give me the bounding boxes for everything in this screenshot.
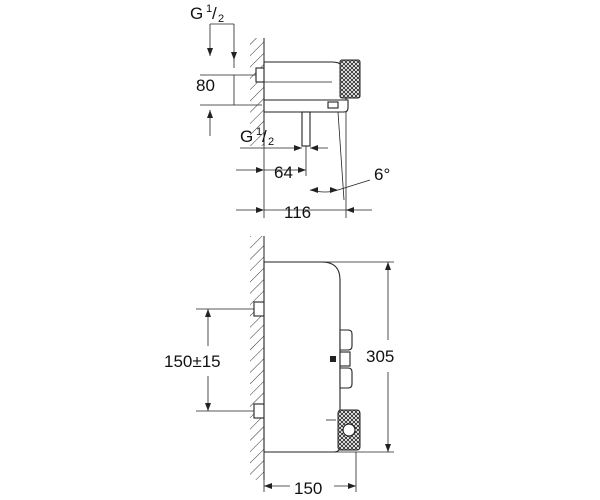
front-view: 150±15 305 150 (164, 236, 394, 498)
side-view: G 1 / 2 80 G 1 / 2 64 6° (190, 3, 390, 222)
button-middle (339, 351, 351, 367)
arrow (294, 145, 302, 151)
thread-top-label-super: 1 (206, 3, 212, 15)
arrow (346, 207, 354, 213)
arrow (385, 444, 391, 452)
arrow (348, 483, 356, 489)
wall-hatch-top (250, 38, 264, 146)
arrow (256, 207, 264, 213)
dim-spacing-label: 150±15 (164, 352, 221, 371)
arrow (231, 52, 237, 60)
arrow (205, 309, 211, 317)
knob-center (342, 423, 356, 437)
button-lower (339, 367, 353, 389)
thermostat-body-front (263, 261, 341, 453)
button-upper (339, 329, 353, 351)
thread-bottom-label-sub: 2 (268, 136, 274, 148)
arrow (207, 48, 213, 56)
angle-leader (337, 179, 371, 191)
outlet-nub (327, 101, 339, 109)
arrow (310, 187, 318, 193)
thread-top-label-sub: 2 (218, 13, 224, 25)
wall-hatch-front (250, 236, 264, 480)
dim-80-label: 80 (196, 76, 215, 95)
arrow (310, 145, 318, 151)
svg-text:/: / (262, 127, 267, 146)
svg-text:/: / (212, 4, 217, 23)
arrow (330, 187, 338, 193)
shelf-side (263, 99, 349, 113)
angle-ref-line (337, 111, 345, 201)
arrow (205, 403, 211, 411)
dim-305-label: 305 (366, 347, 394, 366)
arrow (256, 167, 264, 173)
knurled-knob-side (339, 59, 361, 99)
thread-bottom-label-super: 1 (256, 126, 262, 138)
arrow (264, 483, 272, 489)
dim-angle-label: 6° (374, 165, 390, 184)
dim-64-label: 64 (274, 163, 293, 182)
outlet-pipe (301, 111, 311, 147)
dim-116-label: 116 (284, 203, 311, 222)
dim-150-label: 150 (294, 479, 322, 498)
thread-bottom-label-main: G (240, 127, 253, 146)
arrow (207, 110, 213, 118)
indicator-dot (330, 356, 336, 362)
thermostat-body-side (263, 61, 347, 101)
arrow (298, 167, 306, 173)
thread-top-label-main: G (190, 4, 203, 23)
arrow (385, 262, 391, 270)
